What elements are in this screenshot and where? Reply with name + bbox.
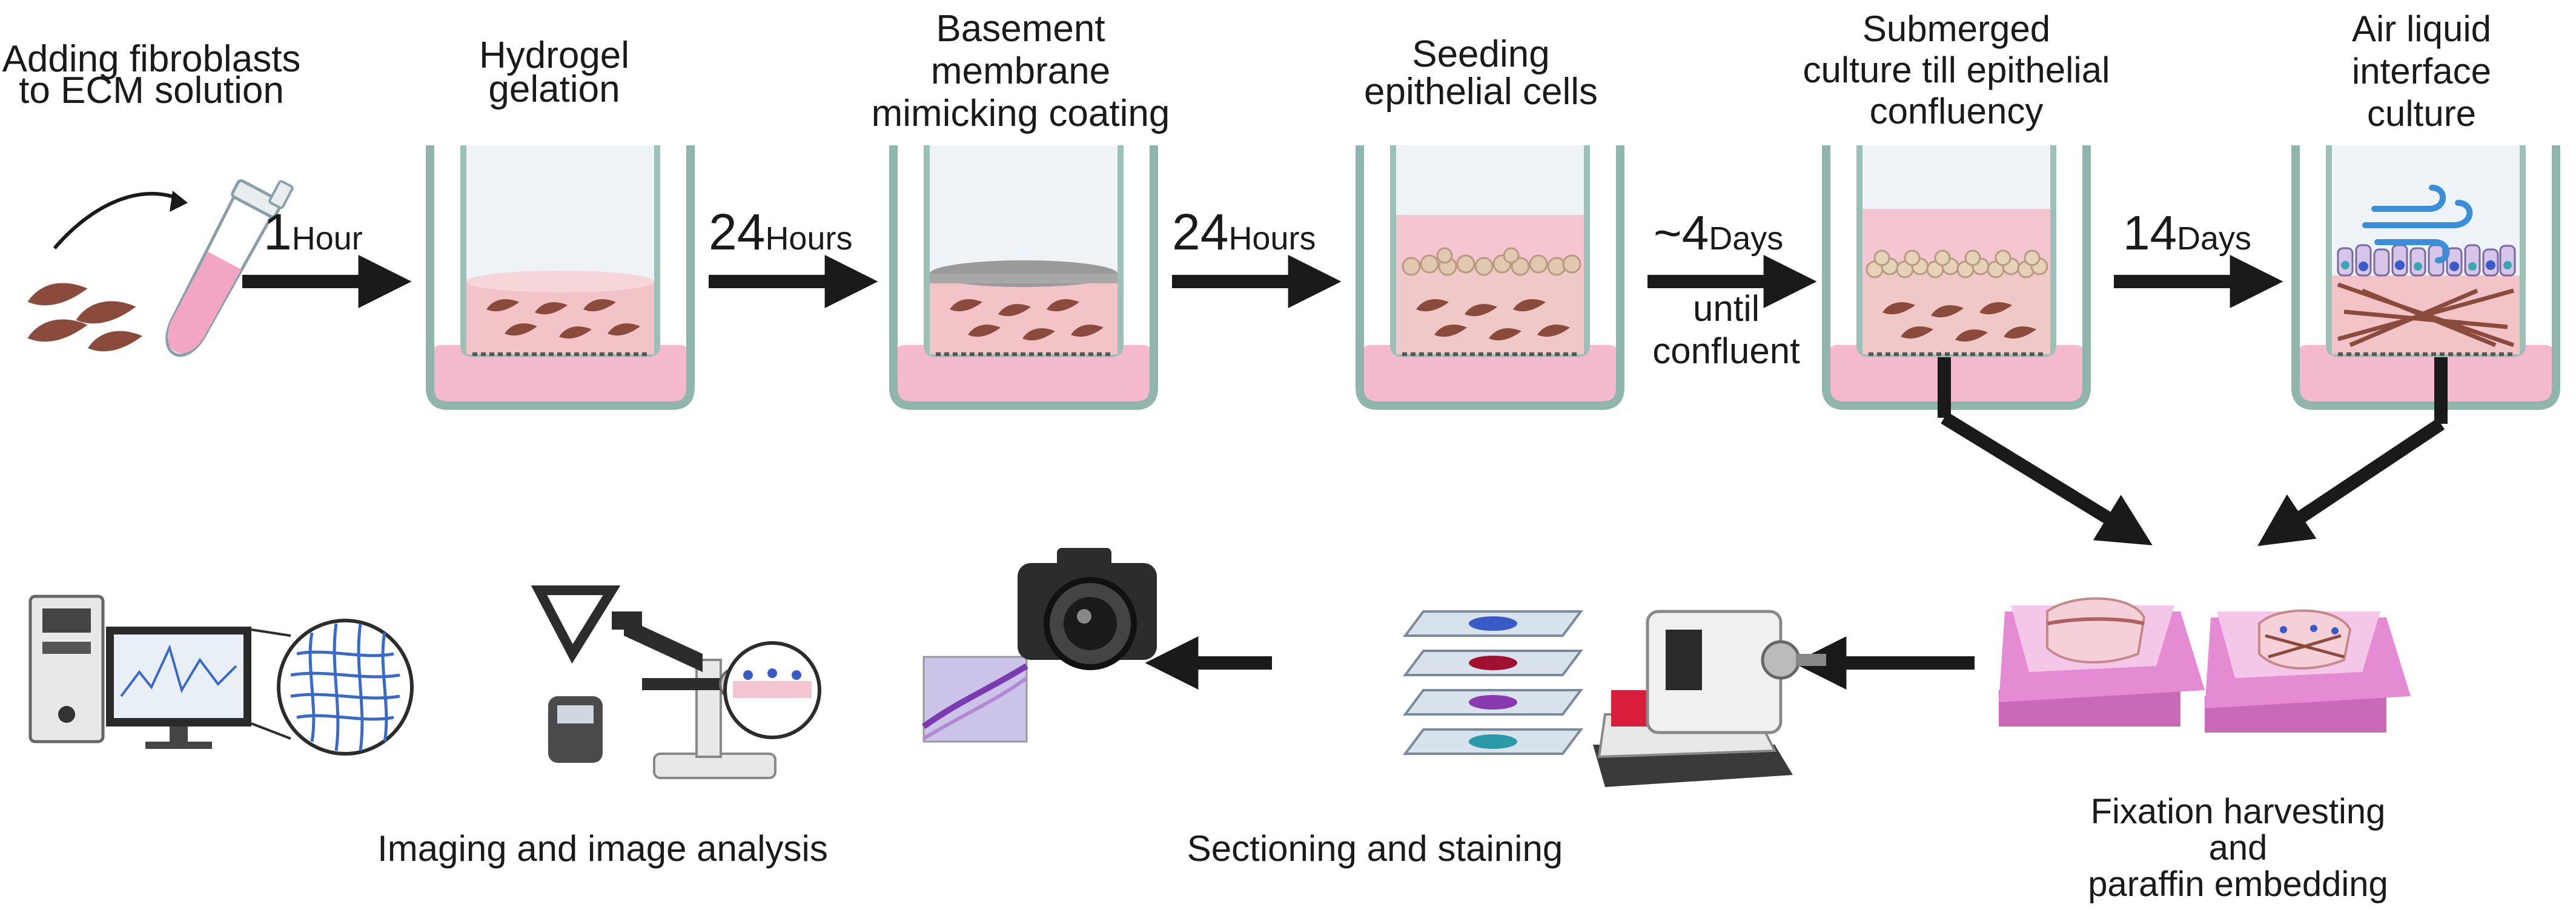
- svg-text:confluency: confluency: [1870, 91, 2044, 131]
- air-flow-icon: [2362, 185, 2473, 263]
- fixation-label: Fixation harvesting and paraffin embeddi…: [2088, 792, 2388, 904]
- transition-arrow-5: 14Days: [2114, 206, 2283, 308]
- svg-text:interface: interface: [2352, 51, 2491, 91]
- step-title-4: Seeding epithelial cells: [1364, 33, 1598, 113]
- svg-text:Submerged: Submerged: [1862, 8, 2050, 49]
- svg-text:culture till epithelial: culture till epithelial: [1803, 50, 2110, 90]
- svg-text:to ECM solution: to ECM solution: [19, 70, 284, 111]
- culture-well-3: [889, 145, 1158, 410]
- transition-arrow-2: 24Hours: [709, 203, 878, 308]
- step-title-5: Submerged culture till epithelial conflu…: [1803, 8, 2110, 131]
- svg-text:Hydrogel: Hydrogel: [479, 35, 629, 76]
- step-title-2: Hydrogel gelation: [479, 35, 629, 110]
- svg-text:confluent: confluent: [1652, 331, 1800, 371]
- transition-arrow-4: ~4Days until confluent: [1647, 206, 1817, 371]
- culture-well-6: [2291, 145, 2560, 410]
- svg-text:gelation: gelation: [488, 68, 620, 110]
- imaging-label: Imaging and image analysis: [377, 828, 828, 869]
- tube-icon: [53, 179, 294, 357]
- fibroblast-cells: [27, 283, 142, 352]
- paraffin-cassette-icon-2: [2205, 609, 2411, 733]
- svg-text:membrane: membrane: [931, 50, 1110, 92]
- svg-text:epithelial cells: epithelial cells: [1364, 71, 1598, 113]
- svg-text:Seeding: Seeding: [1412, 33, 1550, 75]
- svg-text:1Hour: 1Hour: [263, 203, 363, 260]
- step-title-3: Basement membrane mimicking coating: [872, 8, 1170, 134]
- harvest-connector: [1938, 357, 2448, 424]
- svg-text:Fixation harvesting: Fixation harvesting: [2091, 792, 2386, 831]
- svg-text:until: until: [1693, 288, 1760, 329]
- svg-text:mimicking coating: mimicking coating: [872, 93, 1170, 134]
- step-title-1: Adding fibroblasts to ECM solution: [2, 38, 301, 111]
- culture-well-4: [1356, 145, 1624, 410]
- microtome-icon: [1593, 610, 1826, 787]
- svg-text:~4Days: ~4Days: [1654, 206, 1783, 260]
- stained-slides-icon: [1403, 610, 1583, 755]
- svg-text:paraffin embedding: paraffin embedding: [2088, 865, 2388, 904]
- svg-text:Basement: Basement: [936, 8, 1105, 50]
- paraffin-cassette-icon: [1999, 597, 2205, 727]
- svg-text:24Hours: 24Hours: [709, 203, 852, 260]
- transition-arrow-1: 1Hour: [242, 203, 412, 308]
- svg-text:and: and: [2209, 828, 2268, 868]
- svg-text:Adding fibroblasts: Adding fibroblasts: [2, 38, 301, 80]
- microscope-icon: [531, 585, 821, 779]
- svg-text:24Hours: 24Hours: [1172, 203, 1316, 260]
- step-title-6: Air liquid interface culture: [2352, 8, 2491, 134]
- computer-icon: [28, 595, 414, 756]
- arrow-to-fixation-from-submerged: [1941, 412, 2153, 545]
- culture-well-2: [426, 145, 695, 410]
- svg-text:Air liquid: Air liquid: [2352, 8, 2491, 49]
- transition-arrow-3: 24Hours: [1172, 203, 1342, 308]
- camera-icon: [922, 548, 1157, 743]
- sectioning-label: Sectioning and staining: [1187, 828, 1563, 869]
- arrow-to-fixation-from-ali: [2257, 418, 2445, 546]
- svg-text:14Days: 14Days: [2123, 206, 2251, 260]
- culture-well-5: [1822, 145, 2091, 410]
- svg-text:culture: culture: [2367, 93, 2476, 134]
